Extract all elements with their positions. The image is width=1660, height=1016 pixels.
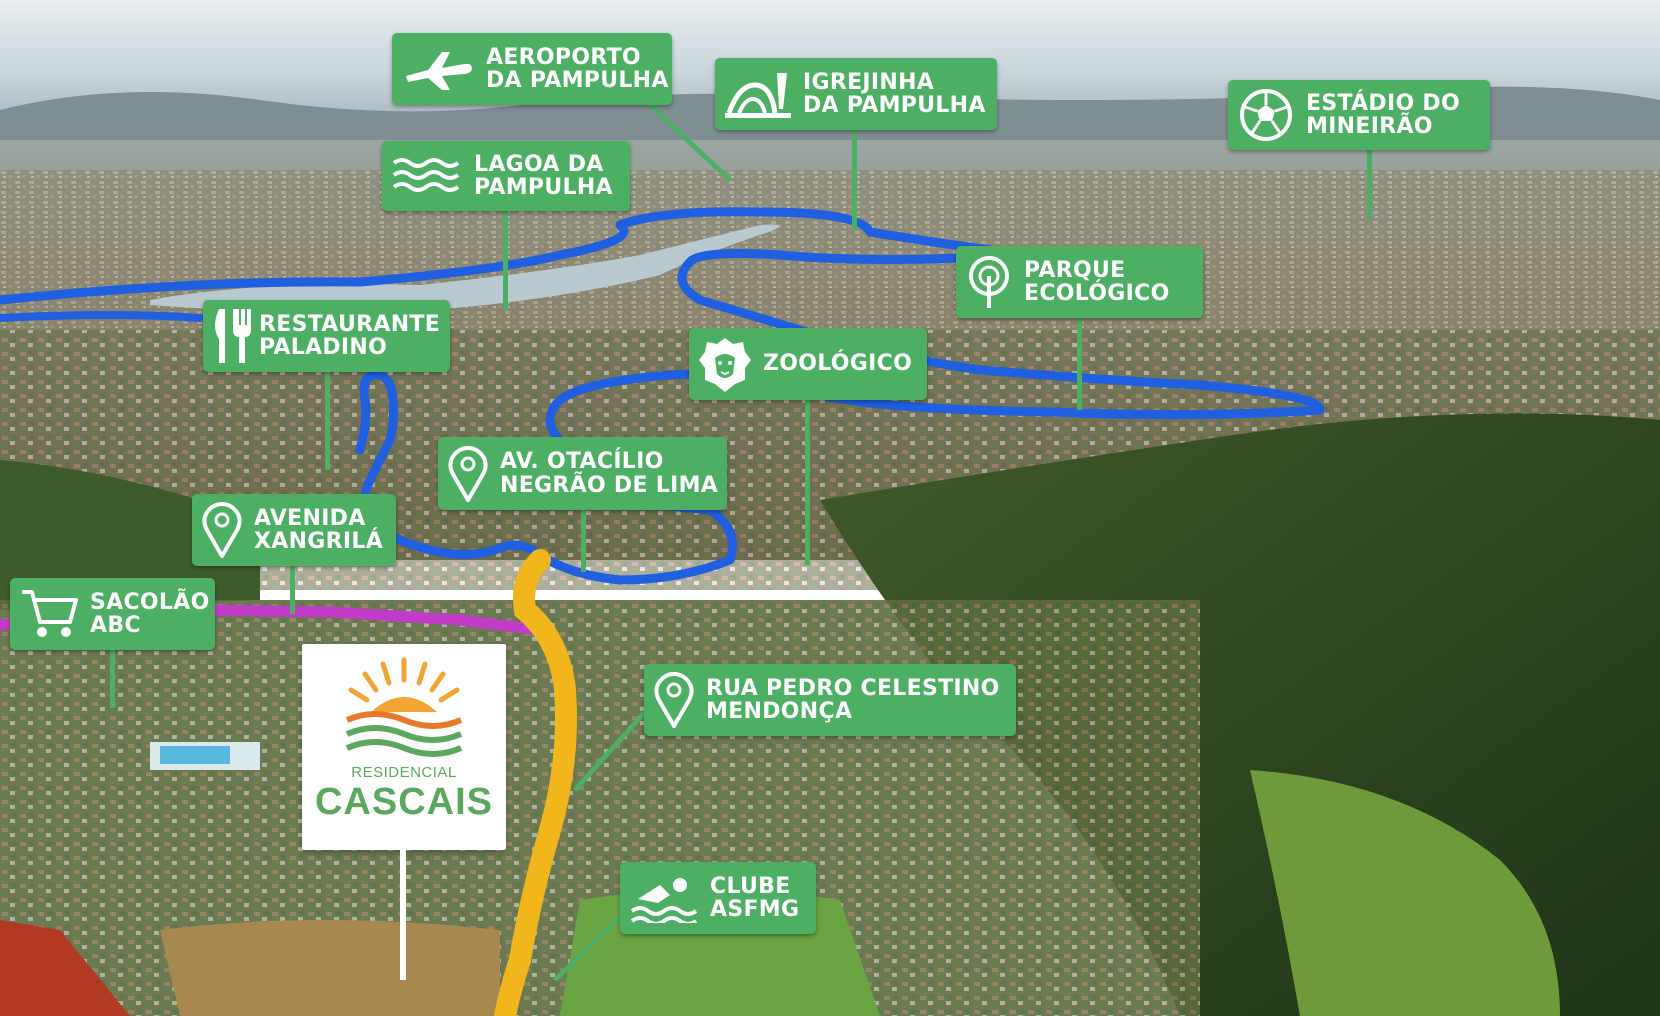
label-rua-pedro-line1: RUA PEDRO CELESTINO [706,675,1000,701]
map-pin-icon [448,445,488,502]
stem-lagoa [503,210,508,310]
label-otacilio-line2: NEGRÃO DE LIMA [500,472,719,498]
label-restaurante-line2: PALADINO [259,335,388,360]
label-aeroporto-line1: AEROPORTO [486,44,641,70]
logo-pole [400,850,406,980]
airplane-icon [402,46,474,92]
residencial-cascais-logo: RESIDENCIAL CASCAIS [302,644,506,850]
label-estadio-line1: ESTÁDIO DO [1306,90,1460,116]
logo-name: CASCAIS [314,781,494,823]
map-pin-icon [202,502,242,558]
label-sacolao-line2: ABC [90,613,141,638]
stem-otacilio [581,510,586,572]
label-xangrila-line2: XANGRILÁ [254,529,384,554]
swimmer-icon [630,873,698,923]
stem-sacolao [110,650,115,708]
label-clube-line1: CLUBE [710,873,791,899]
church-icon [725,69,791,119]
label-igrejinha-line1: IGREJINHA [803,69,935,95]
label-zoologico-line1: ZOOLÓGICO [763,351,913,377]
lion-icon [699,336,751,392]
label-clube-line2: ASFMG [710,897,800,922]
soccer-ball-icon [1238,87,1294,143]
stem-igrejinha [852,130,857,230]
label-restaurante-line1: RESTAURANTE [259,311,441,337]
label-sacolao-line1: SACOLÃO [90,589,210,615]
label-zoologico[interactable]: ZOOLÓGICO [689,328,927,400]
stem-estadio [1367,150,1372,220]
map-pin-icon [654,672,694,728]
label-igrejinha-line2: DA PAMPULHA [803,93,986,118]
label-lagoa-line1: LAGOA DA [474,151,604,177]
label-rua-pedro-line2: MENDONÇA [706,699,853,724]
waves-icon [392,155,462,197]
logo-subtitle: RESIDENCIAL [351,764,457,781]
cutlery-icon [213,307,251,365]
label-xangrila-line1: AVENIDA [254,505,366,531]
label-otacilio-line1: AV. OTACÍLIO [500,449,664,475]
stem-restaurante [325,372,330,470]
label-aeroporto-line2: DA PAMPULHA [486,68,669,93]
label-estadio-line2: MINEIRÃO [1306,114,1433,139]
tree-icon [966,254,1012,310]
label-lagoa-line2: PAMPULHA [474,175,613,200]
label-parque-line2: ECOLÓGICO [1024,281,1170,306]
stem-zoologico [805,400,810,565]
stem-parque [1077,318,1082,410]
stem-xangrila [290,566,295,614]
label-parque-line1: PARQUE [1024,257,1126,283]
sun-waves-icon [345,657,463,757]
shopping-cart-icon [20,588,78,640]
